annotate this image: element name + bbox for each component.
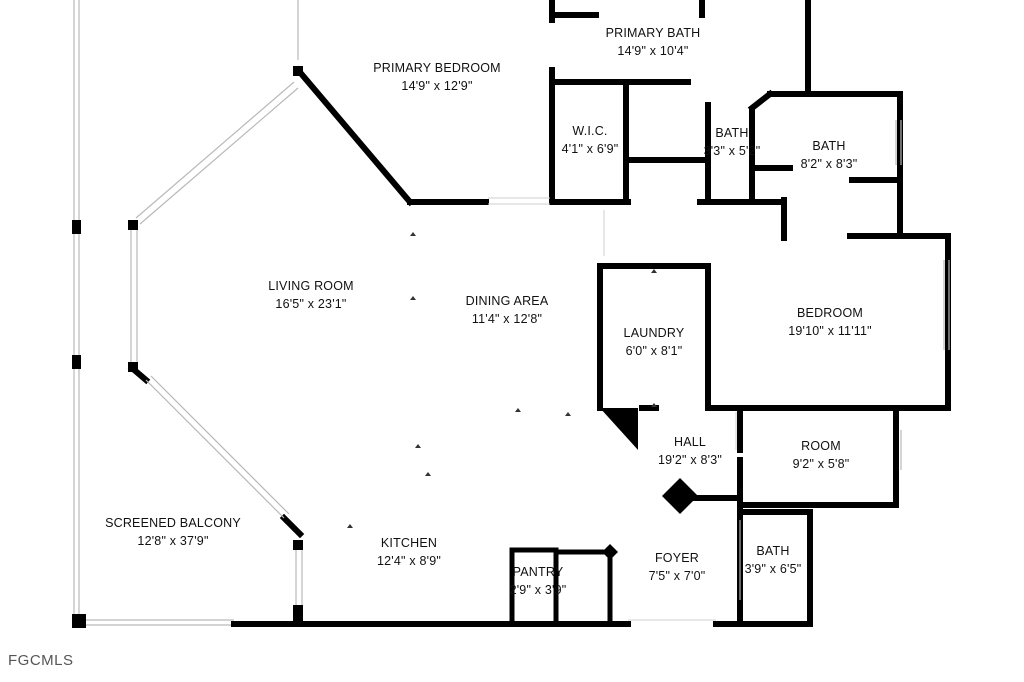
room-dimensions: 6'0" x 8'1" — [625, 344, 683, 358]
room-name: BEDROOM — [796, 306, 863, 320]
room-foyer: FOYER 7'5" x 7'0" — [649, 549, 706, 585]
primary-suite-walls — [549, 0, 951, 411]
hall-walls — [693, 409, 899, 513]
room-name: LAUNDRY — [623, 326, 685, 340]
room-bath-2: BATH 8'2" x 8'3" — [801, 137, 858, 173]
room-dimensions: 19'10" x 11'11" — [788, 324, 872, 338]
room-dining-area: DINING AREA 11'4" x 12'8" — [466, 292, 549, 328]
room-dimensions: 4'1" x 6'9" — [561, 142, 619, 156]
room-bath-3: BATH 3'9" x 6'5" — [745, 542, 802, 578]
room-living-room: LIVING ROOM 16'5" x 23'1" — [268, 277, 354, 313]
room-dimensions: 3'9" x 6'5" — [744, 562, 802, 576]
living-room-windows — [130, 81, 303, 605]
room-primary-bedroom: PRIMARY BEDROOM 14'9" x 12'9" — [373, 59, 501, 95]
room-dimensions: 14'9" x 12'9" — [401, 79, 473, 93]
room-name: KITCHEN — [380, 536, 438, 550]
room-name: SCREENED BALCONY — [105, 516, 241, 530]
room-name: PANTRY — [512, 565, 564, 579]
balcony-screen — [73, 0, 234, 626]
room-bath-small: BATH 3'3" x 5'2" — [704, 124, 761, 160]
room-bedroom: BEDROOM 19'10" x 11'11" — [788, 304, 872, 340]
room-dimensions: 8'2" x 8'3" — [800, 157, 858, 171]
room-name: PRIMARY BEDROOM — [373, 61, 501, 75]
room-primary-bath: PRIMARY BATH 14'9" x 10'4" — [606, 24, 701, 60]
room-dimensions: 12'4" x 8'9" — [376, 554, 442, 568]
room-dimensions: 14'9" x 10'4" — [617, 44, 689, 58]
room-dimensions: 9'2" x 5'8" — [792, 457, 850, 471]
room-name: W.I.C. — [572, 124, 608, 138]
room-dimensions: 7'5" x 7'0" — [648, 569, 706, 583]
room-name: PRIMARY BATH — [605, 26, 701, 40]
laundry-corner-block — [600, 408, 638, 450]
room-dimensions: 11'4" x 12'8" — [471, 312, 543, 326]
hall-column — [662, 478, 698, 514]
room-name: DINING AREA — [465, 294, 549, 308]
room-name: ROOM — [801, 439, 841, 453]
room-dimensions: 19'2" x 8'3" — [657, 453, 723, 467]
room-hall: HALL 19'2" x 8'3" — [658, 433, 722, 469]
room-laundry: LAUNDRY 6'0" x 8'1" — [624, 324, 685, 360]
room-name: FOYER — [654, 551, 700, 565]
balcony-posts — [72, 220, 86, 628]
pantry-walls — [509, 547, 613, 627]
room-screened-balcony: SCREENED BALCONY 12'8" x 37'9" — [105, 514, 241, 550]
room-name: BATH — [812, 139, 846, 153]
living-corner-blocks — [128, 66, 303, 625]
room-name: LIVING ROOM — [268, 279, 354, 293]
mls-watermark: FGCMLS — [8, 652, 74, 669]
room-room: ROOM 9'2" x 5'8" — [793, 437, 850, 473]
room-wic: W.I.C. 4'1" x 6'9" — [562, 122, 619, 158]
pantry-corner — [602, 544, 618, 560]
room-dimensions: 3'3" x 5'2" — [703, 144, 761, 158]
laundry-walls — [597, 263, 951, 411]
room-dimensions: 2'9" x 3'9" — [509, 583, 567, 597]
room-dimensions: 16'5" x 23'1" — [275, 297, 347, 311]
room-name: BATH — [756, 544, 790, 558]
dimension-ticks — [347, 232, 657, 528]
room-kitchen: KITCHEN 12'4" x 8'9" — [377, 534, 441, 570]
room-name: HALL — [673, 435, 707, 449]
door-openings — [488, 197, 741, 621]
room-pantry: PANTRY 2'9" x 3'9" — [510, 563, 567, 599]
room-name: BATH — [715, 126, 749, 140]
room-dimensions: 12'8" x 37'9" — [137, 534, 209, 548]
